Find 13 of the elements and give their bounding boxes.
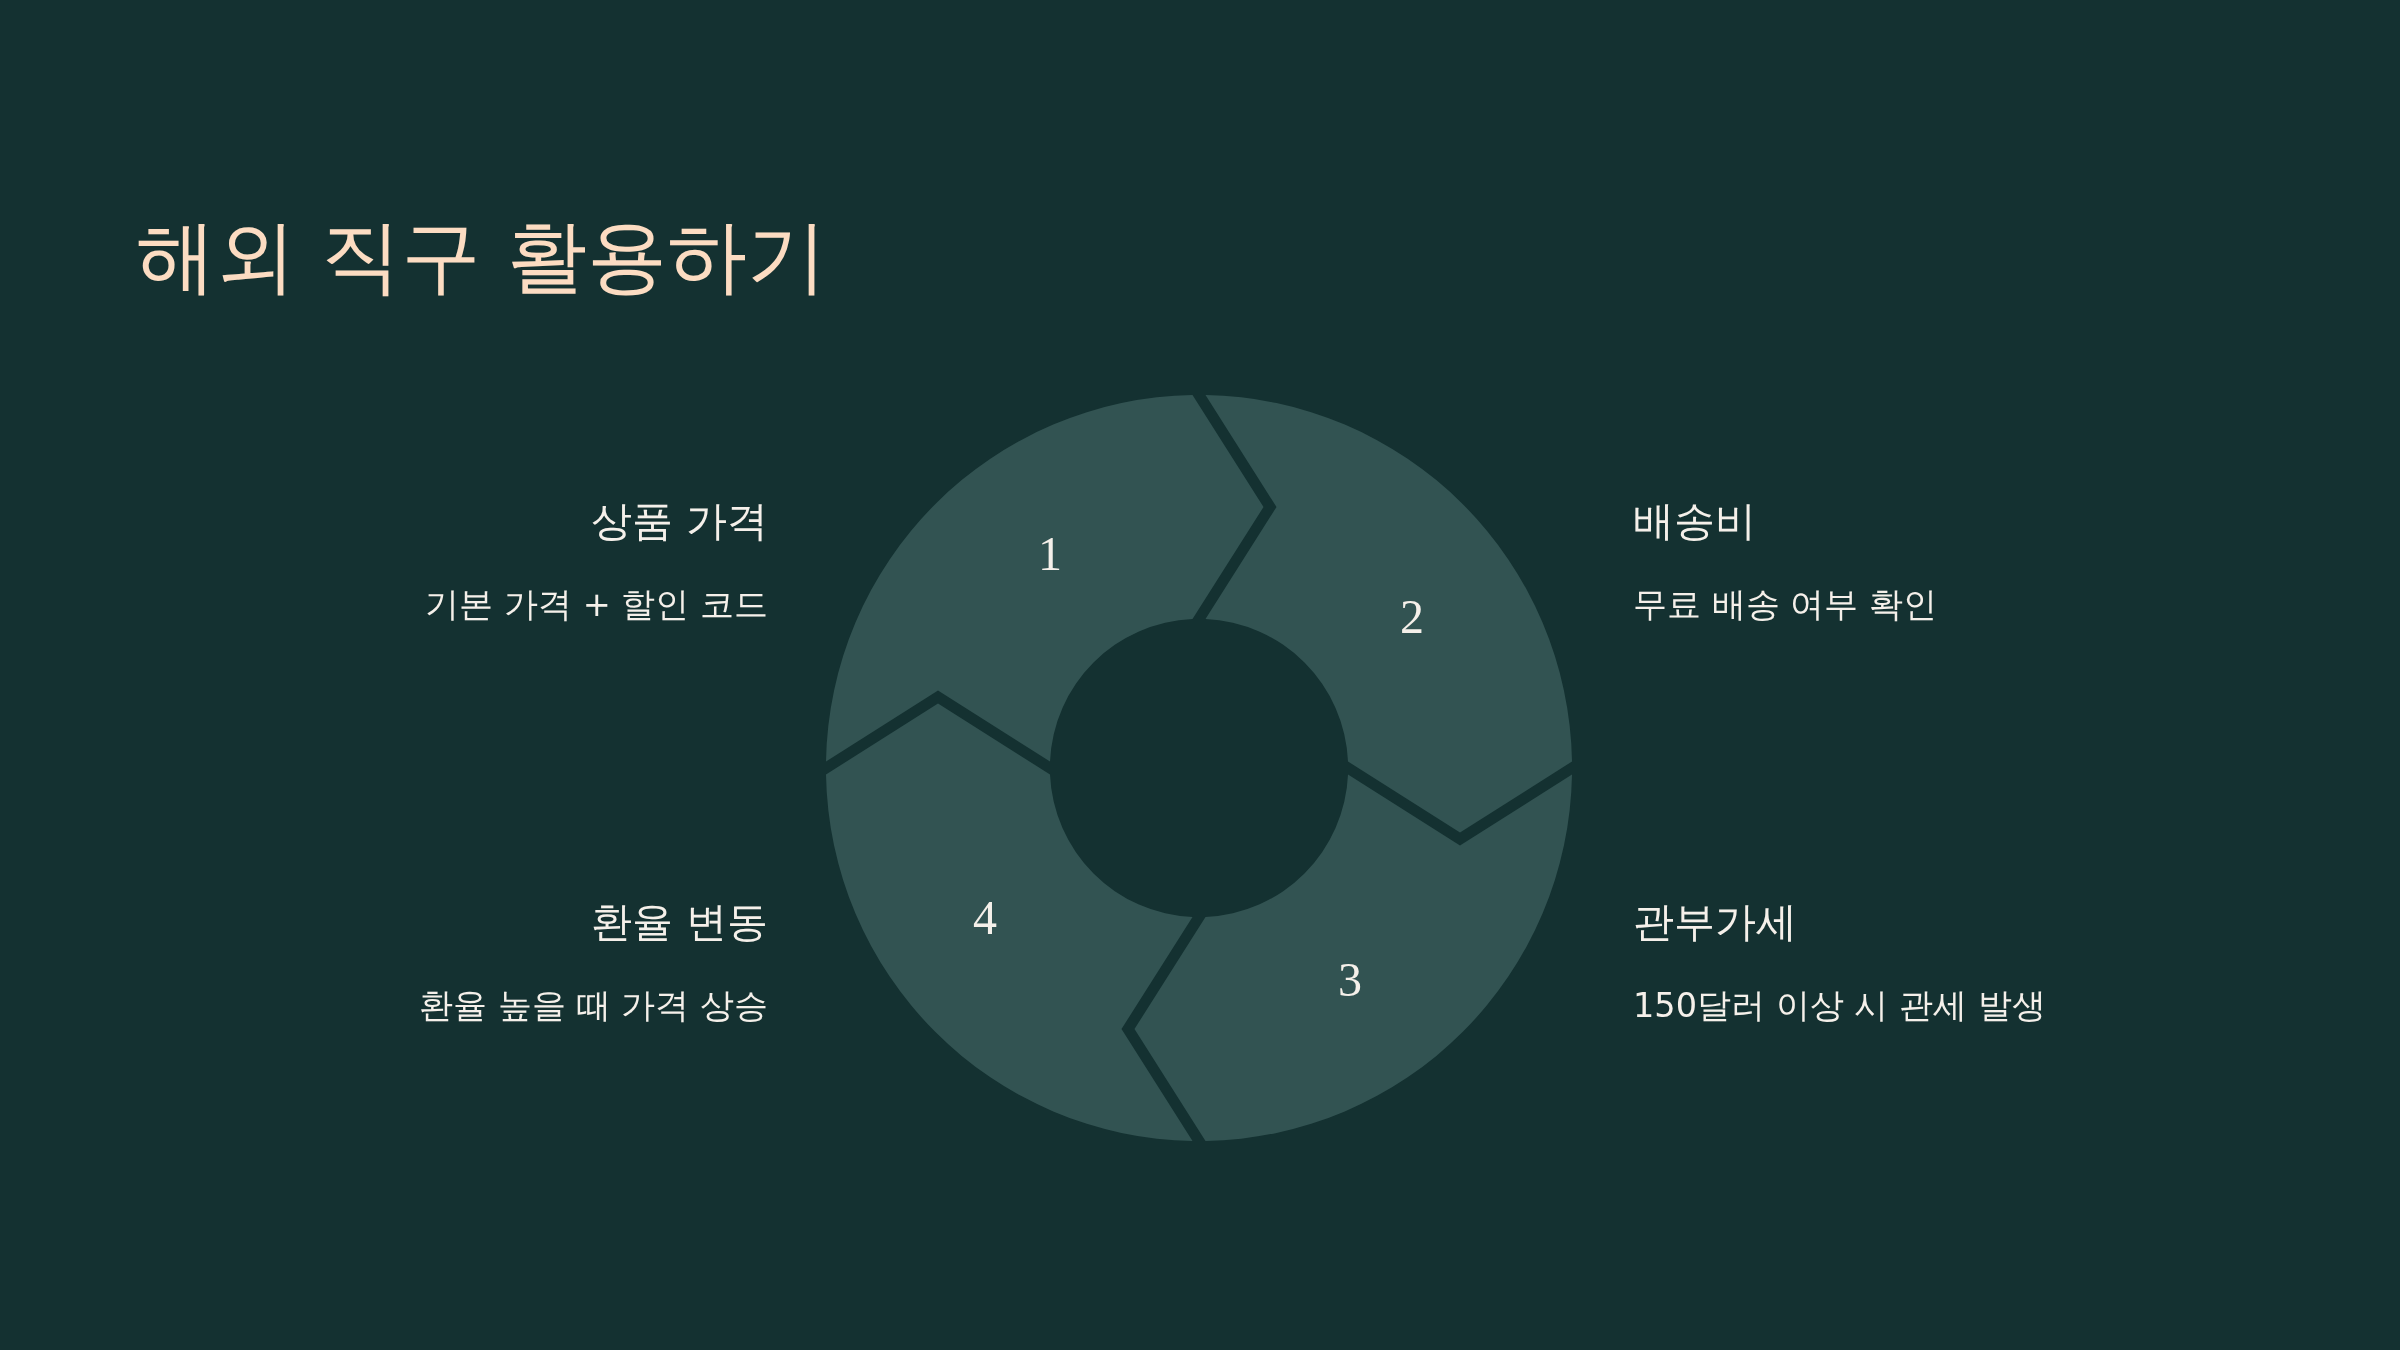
step-number: 3 (1338, 956, 1362, 1004)
step-description: 150달러 이상 시 관세 발생 (1633, 986, 2046, 1027)
step-number: 1 (1038, 530, 1062, 578)
step-heading: 관부가세 (1633, 898, 1797, 948)
step-number: 2 (1400, 593, 1424, 641)
step-number: 4 (973, 894, 997, 942)
step-heading: 상품 가격 (590, 497, 768, 547)
step-description: 환율 높을 때 가격 상승 (419, 986, 768, 1027)
step-heading: 환율 변동 (590, 898, 768, 948)
step-description: 무료 배송 여부 확인 (1633, 585, 1937, 626)
step-heading: 배송비 (1633, 497, 1756, 547)
slide-title: 해외 직구 활용하기 (136, 211, 827, 303)
step-description: 기본 가격 + 할인 코드 (425, 585, 768, 626)
